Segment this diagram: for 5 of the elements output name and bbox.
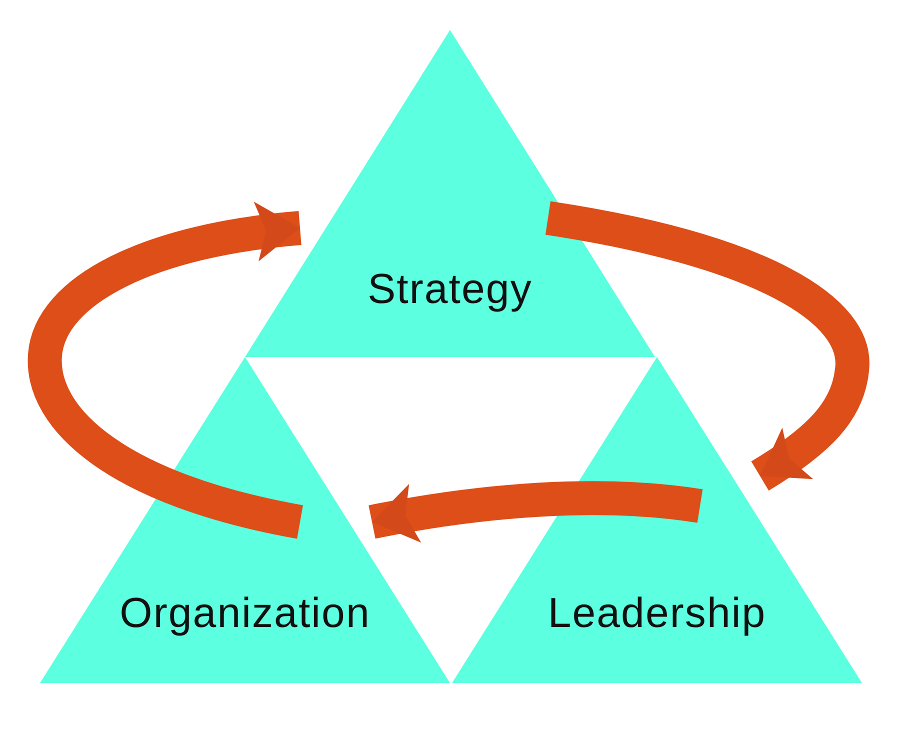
- triangle-label: Strategy: [368, 265, 532, 313]
- triangle-label: Leadership: [548, 589, 766, 637]
- ribbon-arrow: [368, 481, 702, 544]
- triangle-label: Organization: [120, 589, 370, 637]
- ribbon-arrow: [545, 201, 869, 490]
